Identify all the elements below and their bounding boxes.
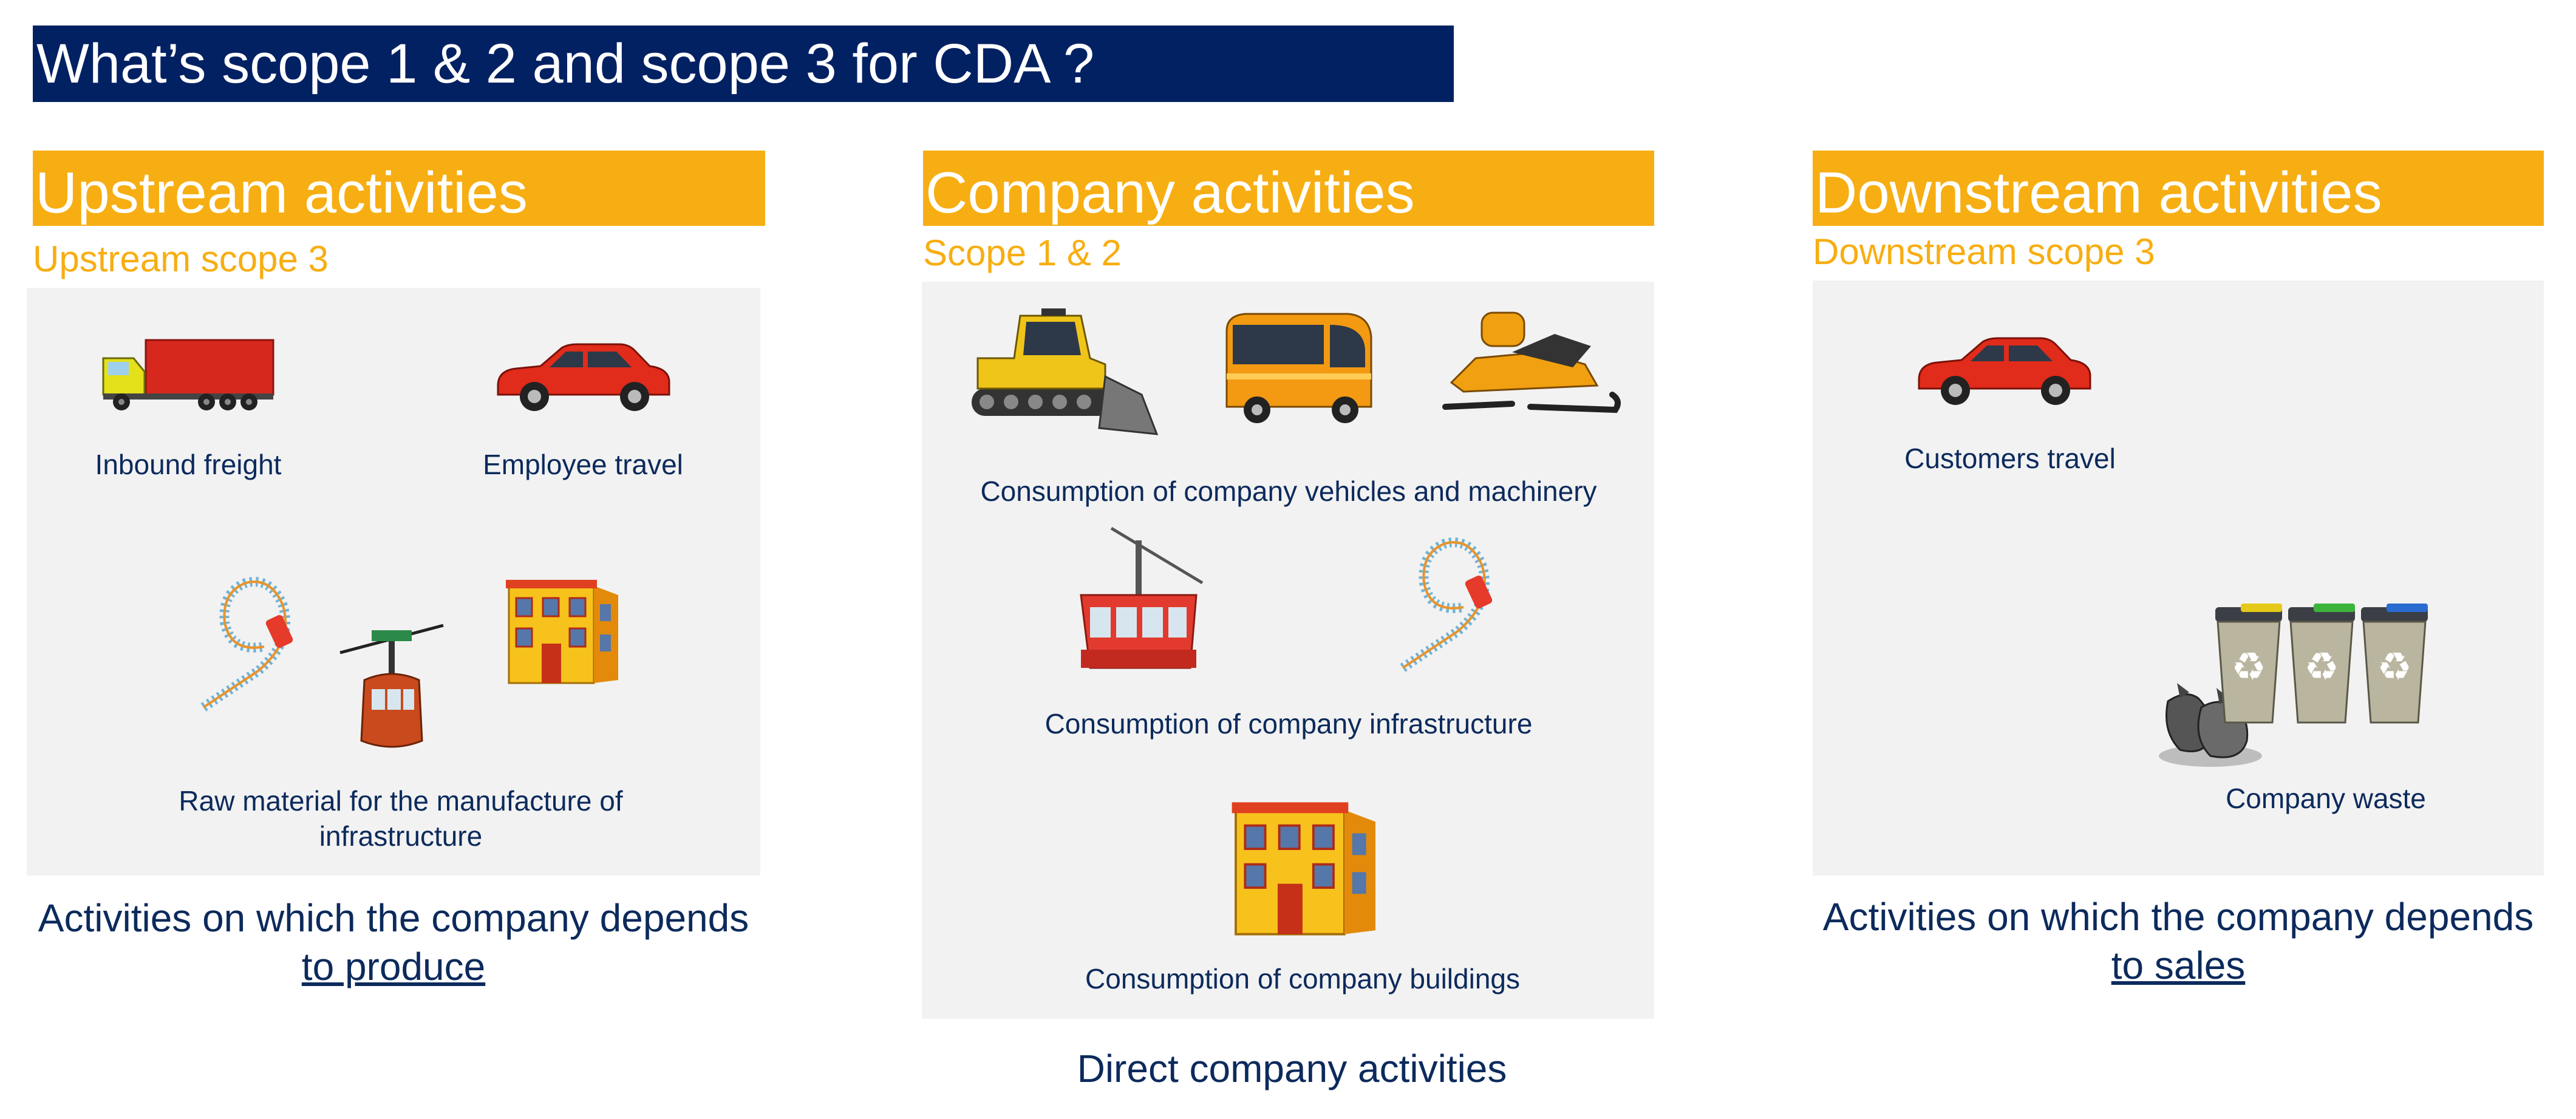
- downstream-footer-line2: to sales: [2111, 944, 2246, 987]
- upstream-subheading: Upstream scope 3: [33, 239, 329, 279]
- label-raw-material: Raw material for the manufacture of infr…: [97, 783, 704, 854]
- downstream-footer-line1: Activities on which the company depends: [1822, 895, 2534, 939]
- label-company-waste: Company waste: [2226, 783, 2426, 814]
- svg-text:♻: ♻: [2377, 645, 2411, 690]
- company-subheading: Scope 1 & 2: [923, 233, 1122, 273]
- label-vehicles: Consumption of company vehicles and mach…: [980, 475, 1597, 507]
- label-buildings: Consumption of company buildings: [1085, 963, 1520, 995]
- svg-text:♻: ♻: [2231, 645, 2266, 690]
- upstream-footer-line1: Activities on which the company depends: [38, 896, 749, 940]
- snow-groomer-icon: [972, 308, 1159, 435]
- cable-car-icon: [1080, 526, 1204, 669]
- downstream-subheading: Downstream scope 3: [1813, 231, 2155, 272]
- label-raw-material-line1: Raw material for the manufacture of: [179, 785, 623, 817]
- downstream-heading: Downstream activities: [1813, 151, 2544, 226]
- building-icon: [1232, 802, 1375, 936]
- car-icon: [497, 343, 670, 411]
- label-raw-material-line2: infrastructure: [319, 820, 483, 852]
- car-icon: [1918, 337, 2091, 405]
- building-icon: [506, 580, 618, 684]
- truck-icon: [102, 339, 274, 410]
- company-heading: Company activities: [923, 151, 1654, 226]
- downstream-footer: Activities on which the company depends …: [1813, 893, 2544, 990]
- roller-coaster-icon: [200, 577, 293, 712]
- label-customers-travel: Customers travel: [1904, 443, 2116, 474]
- page-title: What’s scope 1 & 2 and scope 3 for CDA ?: [33, 26, 1454, 102]
- snowmobile-icon: [1442, 311, 1621, 413]
- company-footer: Direct company activities: [1077, 1047, 1507, 1090]
- label-infrastructure: Consumption of company infrastructure: [1044, 708, 1533, 740]
- bus-icon: [1225, 313, 1372, 423]
- roller-coaster-icon: [1400, 537, 1493, 672]
- cable-car-icon: [339, 624, 444, 748]
- svg-text:♻: ♻: [2304, 645, 2339, 690]
- recycling-bins-icon: ♻ ♻ ♻: [2215, 604, 2428, 724]
- upstream-footer-line2: to produce: [301, 945, 486, 988]
- label-employee-travel: Employee travel: [483, 449, 683, 480]
- upstream-heading: Upstream activities: [33, 151, 765, 226]
- label-inbound-freight: Inbound freight: [95, 449, 282, 480]
- upstream-footer: Activities on which the company depends …: [27, 894, 760, 991]
